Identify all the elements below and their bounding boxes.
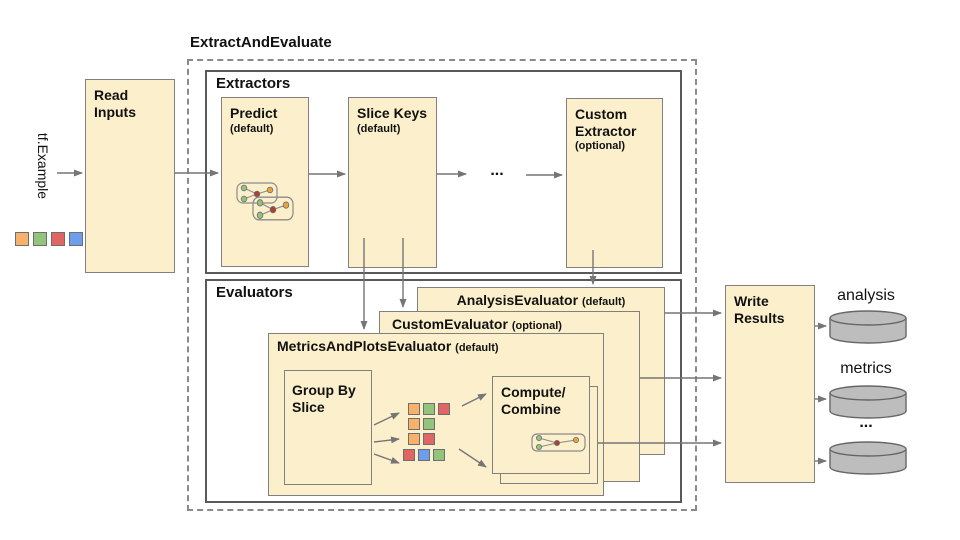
red-square: [438, 403, 450, 415]
green-square: [433, 449, 445, 461]
analysis-evaluator-name: AnalysisEvaluator: [456, 292, 579, 308]
custom-extractor-box: Custom Extractor (optional): [566, 98, 663, 268]
orange-square: [408, 403, 420, 415]
extractors-label: Extractors: [216, 75, 291, 92]
green-square: [33, 232, 47, 246]
analysis-evaluator-title: AnalysisEvaluator (default): [418, 288, 664, 308]
extract-and-evaluate-dashed-box: [187, 59, 697, 511]
custom-evaluator-title: CustomEvaluator (optional): [380, 312, 639, 332]
orange-square: [15, 232, 29, 246]
metrics-and-plots-evaluator-title: MetricsAndPlotsEvaluator (default): [269, 334, 603, 354]
write-results-title: Write Results: [734, 293, 785, 326]
input-label: tf.Example: [35, 132, 51, 200]
read-inputs-box: Read Inputs: [85, 79, 175, 273]
analysis-evaluator-qualifier: (default): [581, 296, 626, 308]
compute-combine-title-line1: Compute/: [501, 384, 566, 400]
diagram-title: ExtractAndEvaluate: [190, 34, 332, 51]
slice-keys-extractor-box: Slice Keys (default): [348, 97, 437, 268]
read-inputs-title: Read Inputs: [94, 87, 136, 120]
analysis-database-icon: [829, 310, 907, 344]
slice-grid-row: [408, 433, 438, 445]
input-legend-squares: [15, 232, 87, 246]
more-outputs-database-icon: [829, 441, 907, 475]
blue-square: [418, 449, 430, 461]
slice-grid-row: [408, 418, 438, 430]
slice-grid-row: [403, 449, 448, 461]
green-square: [423, 403, 435, 415]
write-results-box: Write Results: [725, 285, 815, 483]
group-by-slice-title: Group By Slice: [292, 382, 356, 415]
metrics-and-plots-evaluator-name: MetricsAndPlotsEvaluator: [277, 338, 452, 354]
output-label-metrics: metrics: [840, 360, 892, 377]
extractors-ellipsis: ...: [490, 162, 504, 179]
compute-combine-title-line2: Combine: [501, 400, 561, 417]
compute-combine-box: Compute/ Combine: [492, 376, 590, 474]
predict-extractor-box: Predict (default): [221, 97, 309, 267]
orange-square: [408, 418, 420, 430]
green-square: [423, 418, 435, 430]
red-square: [423, 433, 435, 445]
slice-keys-qualifier: (default): [357, 122, 401, 135]
predict-title: Predict: [230, 105, 278, 121]
output-label-analysis: analysis: [837, 287, 895, 304]
slice-keys-title: Slice Keys: [357, 105, 428, 121]
blue-square: [69, 232, 83, 246]
custom-evaluator-name: CustomEvaluator: [392, 316, 508, 332]
metrics-and-plots-evaluator-qualifier: (default): [455, 342, 499, 354]
red-square: [403, 449, 415, 461]
custom-evaluator-qualifier: (optional): [511, 320, 562, 332]
custom-extractor-title: Custom Extractor: [575, 106, 637, 139]
group-by-slice-box: Group By Slice: [284, 370, 372, 485]
model-graph-icon: [252, 196, 294, 221]
orange-square: [408, 433, 420, 445]
metrics-database-icon: [829, 385, 907, 419]
combine-graph-icon: [531, 433, 586, 452]
slice-grid-row: [408, 403, 453, 415]
custom-extractor-qualifier: (optional): [575, 140, 626, 153]
evaluators-label: Evaluators: [216, 284, 293, 301]
output-label-ellipsis: ...: [859, 414, 873, 431]
predict-qualifier: (default): [230, 122, 274, 135]
red-square: [51, 232, 65, 246]
